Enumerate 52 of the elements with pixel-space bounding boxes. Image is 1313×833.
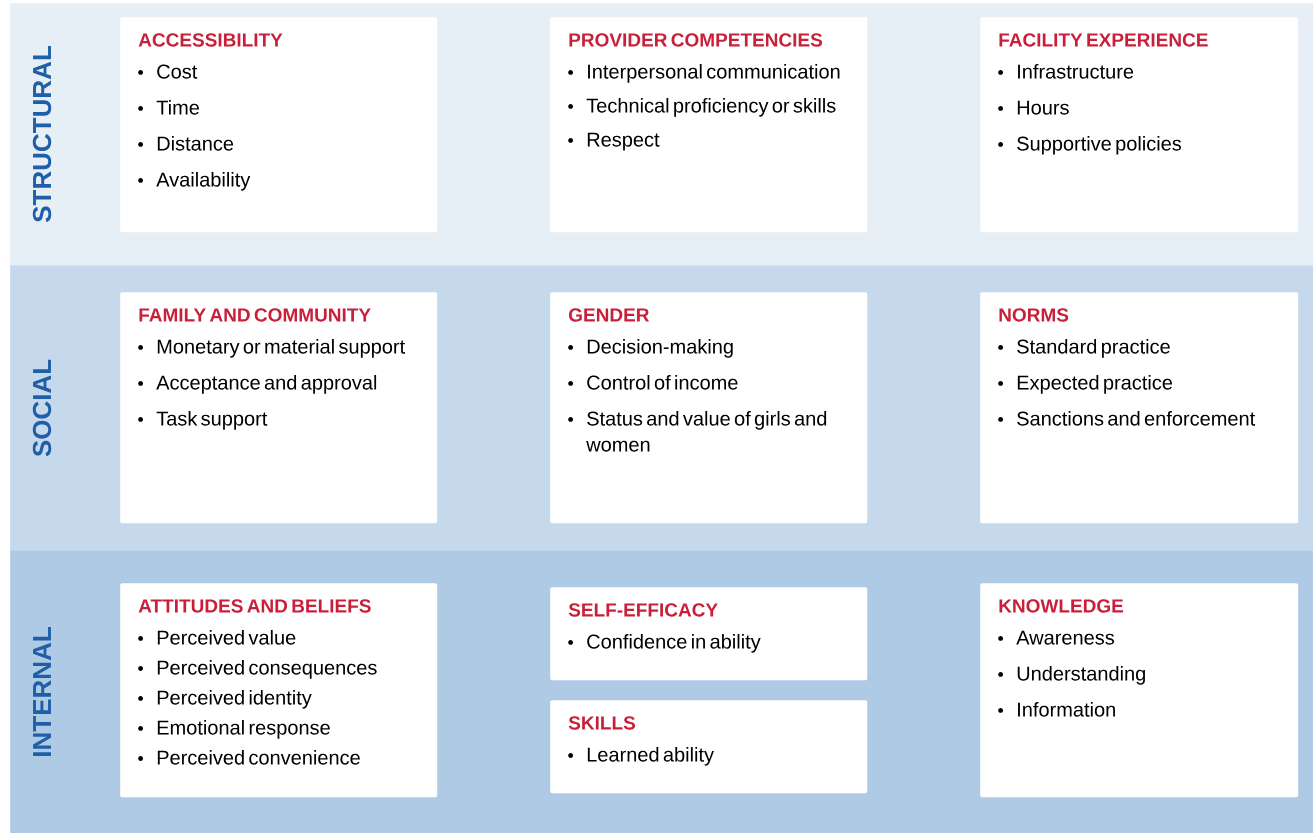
text-box — [980, 583, 1299, 798]
bullet-item: Awareness — [998, 630, 1115, 645]
bullet-item: Task support — [138, 411, 268, 430]
text-box — [120, 292, 438, 524]
bullet-item: Technical proficiency or skills — [568, 98, 836, 117]
bullet-item: Infrastructure — [998, 64, 1134, 79]
box-heading: KNOWLEDGE — [999, 599, 1124, 613]
bullet-item: Understanding — [998, 666, 1145, 685]
box-heading: GENDER — [569, 308, 650, 322]
box-heading: SELF-EFFICACY — [568, 603, 718, 617]
text-box — [550, 17, 868, 233]
box-heading: FACILITY EXPERIENCE — [999, 33, 1208, 47]
bullet-item: Respect — [568, 132, 660, 151]
bullet-item: Information — [998, 702, 1115, 717]
bullet-item: Acceptance and approval — [138, 375, 377, 394]
bullet-item: Hours — [998, 100, 1069, 115]
bullet-item: Cost — [138, 64, 198, 79]
bullet-item: Perceived consequences — [138, 660, 377, 679]
bullet-item: Sanctions and enforcement — [998, 411, 1256, 426]
text-box — [980, 292, 1299, 524]
bullet-item: Perceived convenience — [138, 750, 360, 765]
bullet-item: Standard practice — [998, 339, 1170, 358]
bullet-item: Control of income — [568, 375, 738, 390]
box-heading: SKILLS — [568, 716, 635, 730]
bullet-item: Time — [138, 100, 199, 115]
text-box — [550, 292, 868, 524]
box-heading: NORMS — [999, 308, 1069, 322]
bullet-item: Emotional response — [138, 720, 330, 739]
box-heading: ACCESSIBILITY — [138, 33, 283, 47]
text-box — [120, 583, 438, 798]
text-box — [550, 587, 868, 681]
text-box — [120, 17, 438, 233]
band-label: INTERNAL — [33, 627, 51, 756]
bullet-item: Interpersonal communication — [568, 64, 840, 83]
bullet-item: Status and value of girls and women — [568, 411, 827, 452]
bullet-item: Distance — [138, 136, 234, 151]
bullet-item: Supportive policies — [998, 136, 1182, 155]
bullet-item: Confidence in ability — [568, 634, 761, 653]
bullet-item: Learned ability — [568, 747, 714, 766]
bullet-item: Decision-making — [568, 339, 733, 358]
text-box — [980, 17, 1299, 233]
bullet-item: Monetary or material support — [138, 339, 405, 358]
text-box — [550, 700, 868, 794]
box-heading: ATTITUDES AND BELIEFS — [138, 599, 371, 613]
bullet-item: Availability — [138, 172, 251, 191]
bullet-item: Perceived identity — [138, 690, 312, 709]
box-heading: PROVIDER COMPETENCIES — [569, 33, 823, 47]
bullet-item: Perceived value — [138, 630, 296, 645]
band-label: STRUCTURAL — [32, 46, 52, 223]
bullet-item: Expected practice — [998, 375, 1173, 394]
box-heading: FAMILY AND COMMUNITY — [139, 308, 371, 322]
band-label: SOCIAL — [32, 359, 52, 457]
